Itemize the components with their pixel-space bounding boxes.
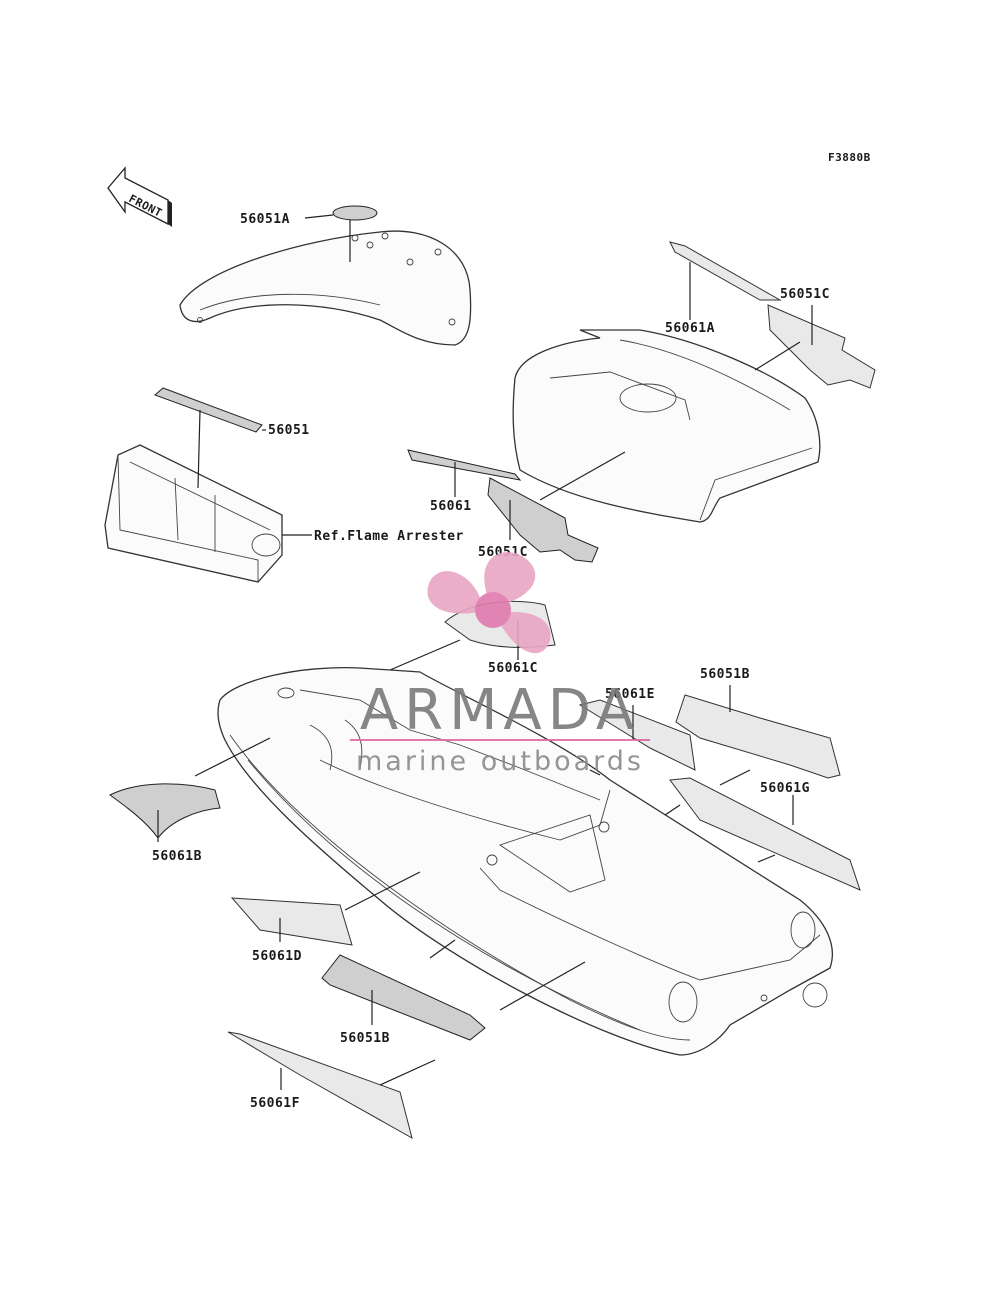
watermark-logo: ARMADA marine outboards [350, 552, 650, 777]
stripe-56061g [669, 777, 861, 891]
label-56061c: 56061C [488, 661, 538, 676]
hull-part [217, 666, 833, 1056]
decal-jetski [321, 954, 486, 1041]
label-56061b: 56061B [152, 849, 202, 864]
stripe-56061f [227, 1031, 413, 1140]
decal-kawasaki [487, 477, 599, 563]
label-56061f: 56061F [250, 1096, 300, 1111]
label-56051b-bottom: 56051B [340, 1031, 390, 1046]
stripe-56061a [669, 241, 782, 301]
decal-56061b [109, 783, 221, 839]
decal-56051 [154, 387, 263, 433]
diagram-code: F3880B [828, 151, 871, 164]
label-56061g: 56061G [760, 781, 810, 796]
label-56051c-top: 56051C [780, 287, 830, 302]
label-flame-arrester: Ref.Flame Arrester [314, 529, 464, 544]
stripe-56061 [407, 449, 522, 481]
label-56061d: 56061D [252, 949, 302, 964]
label-56051a: 56051A [240, 212, 290, 227]
propeller-icon [427, 552, 551, 654]
label-56061a: 56061A [665, 321, 715, 336]
hood-part [179, 230, 472, 346]
decal-56051b-right [675, 694, 841, 779]
flame-arrester-part [104, 444, 283, 583]
label-56051b-right: 56051B [700, 667, 750, 682]
label-56061: 56061 [430, 499, 472, 514]
label-56061e: 56061E [605, 687, 655, 702]
decal-56051c-top [767, 304, 876, 389]
front-arrow-icon: FRONT [107, 166, 172, 227]
rear-cover-part [512, 329, 821, 523]
stripe-56061d [230, 897, 353, 946]
emblem-56051a [332, 205, 378, 221]
watermark-subtitle: marine outboards [356, 746, 644, 777]
label-56051: 56051 [268, 423, 310, 438]
watermark-title: ARMADA [360, 678, 640, 743]
